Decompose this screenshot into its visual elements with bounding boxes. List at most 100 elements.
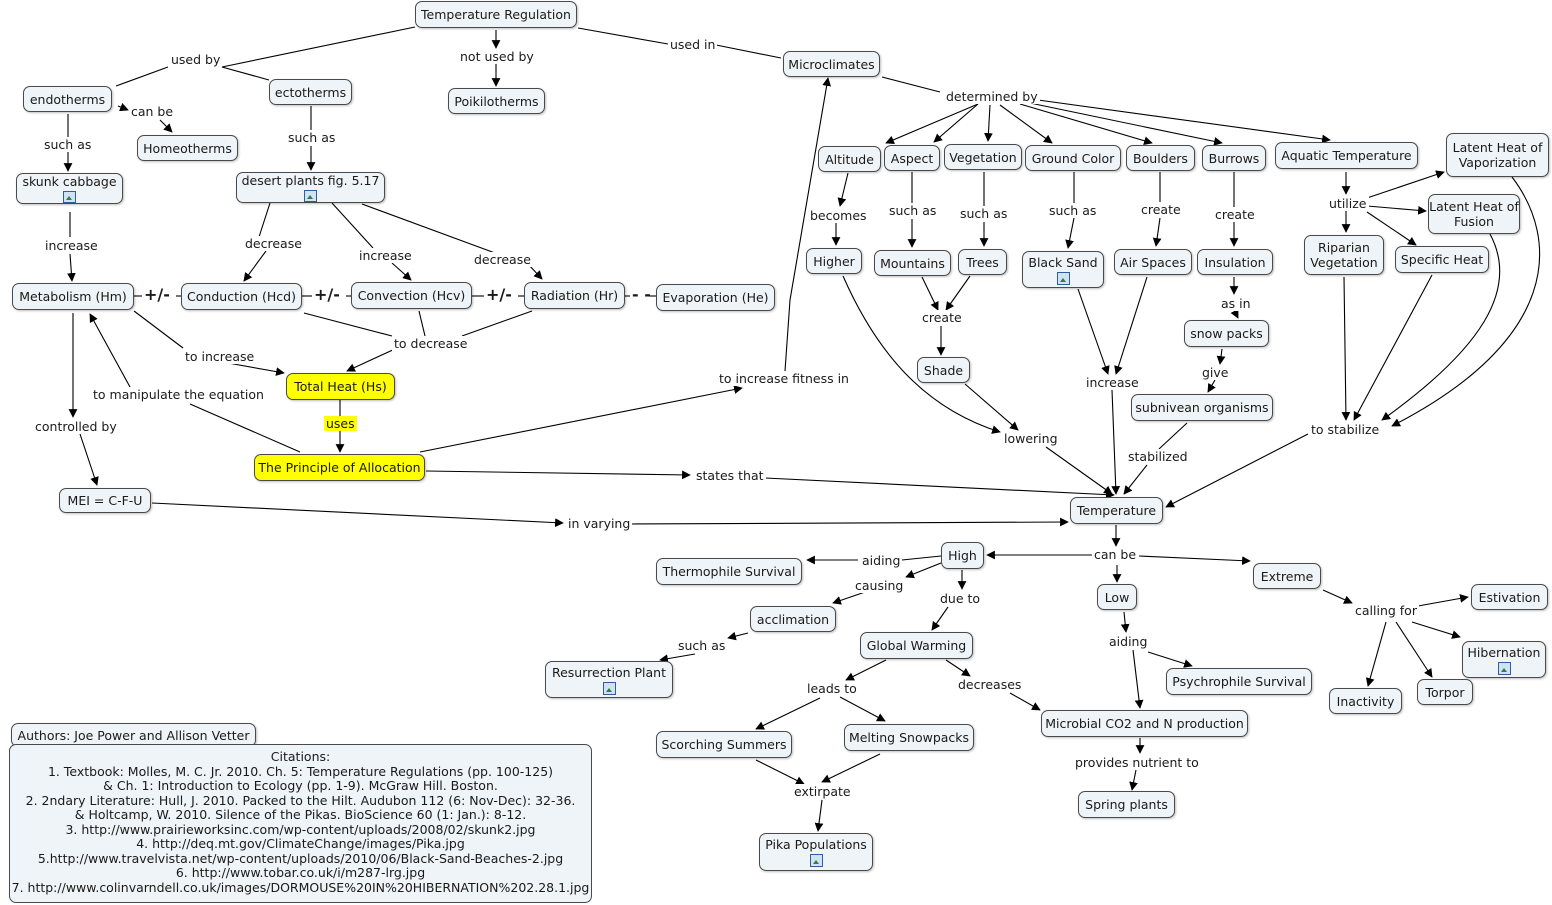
node-evaporation[interactable]: Evaporation (He) [656,284,775,311]
citation-line: 3. http://www.prairieworksinc.com/wp-con… [65,821,536,837]
node-microclimates[interactable]: Microclimates [783,51,880,77]
node-high[interactable]: High [941,542,984,569]
node-latent-heat-vaporization[interactable]: Latent Heat of Vaporization [1446,133,1549,177]
node-burrows[interactable]: Burrows [1202,145,1266,171]
node-subnivean-organisms[interactable]: subnivean organisms [1131,394,1273,421]
node-specific-heat[interactable]: Specific Heat [1395,246,1489,273]
node-metabolism[interactable]: Metabolism (Hm) [12,283,134,310]
link-label-becomes: becomes [808,208,869,223]
citation-line: 2. 2ndary Literature: Hull, J. 2010. Pac… [25,792,576,808]
image-icon[interactable] [304,190,317,202]
node-temperature[interactable]: Temperature [1070,497,1163,524]
node-label: Higher [813,253,855,269]
connector-line [1123,464,1148,495]
node-thermophile-survival[interactable]: Thermophile Survival [656,558,802,585]
connector-line [715,44,782,59]
node-mei[interactable]: MEI = C-F-U [59,488,151,513]
node-endotherms[interactable]: endotherms [23,86,112,112]
node-ground-color[interactable]: Ground Color [1025,145,1121,171]
node-label: Altitude [825,151,874,167]
node-mountains[interactable]: Mountains [874,250,951,276]
node-insulation[interactable]: Insulation [1197,249,1273,275]
node-global-warming[interactable]: Global Warming [860,632,973,659]
node-black-sand[interactable]: Black Sand [1022,251,1104,288]
link-label-give: give [1200,365,1231,380]
connector-line [945,659,971,677]
node-shade[interactable]: Shade [917,357,970,383]
node-poikilotherms[interactable]: Poikilotherms [448,88,545,114]
link-label-increase: increase [43,238,100,253]
node-melting-snowpacks[interactable]: Melting Snowpacks [844,724,974,751]
node-label: Ground Color [1031,150,1115,166]
node-spring-plants[interactable]: Spring plants [1078,791,1175,818]
node-label: Inactivity [1336,693,1395,709]
node-higher[interactable]: Higher [806,248,862,274]
node-conduction[interactable]: Conduction (Hcd) [181,283,302,310]
connector-line [391,262,412,281]
image-icon[interactable] [602,681,616,695]
connector-line [1147,651,1193,668]
connector-line [1009,692,1041,711]
node-inactivity[interactable]: Inactivity [1329,688,1402,714]
link-label-create: create [920,310,964,325]
image-icon[interactable] [1497,661,1511,675]
node-homeotherms[interactable]: Homeotherms [137,135,238,161]
node-desert-plants[interactable]: desert plants fig. 5.17 [236,172,385,203]
connector-line [1395,621,1433,678]
connector-line [1132,649,1144,709]
node-convection[interactable]: Convection (Hcv) [351,282,472,309]
node-microbial-production[interactable]: Microbial CO2 and N production [1041,710,1248,737]
connector-line [905,562,942,579]
image-icon[interactable] [809,854,823,867]
link-label-states-that: states that [694,468,766,483]
node-acclimation[interactable]: acclimation [750,606,836,632]
node-label: skunk cabbage [22,174,117,189]
image-icon[interactable] [1056,271,1070,285]
node-temperature-regulation[interactable]: Temperature Regulation [415,1,577,28]
connector-line [1019,103,1153,145]
node-air-spaces[interactable]: Air Spaces [1114,249,1192,275]
connector-line [243,250,267,282]
connector-line [999,104,1053,144]
authors-text: Authors: Joe Power and Allison Vetter [17,727,250,743]
node-low[interactable]: Low [1097,584,1137,610]
node-snow-packs[interactable]: snow packs [1184,320,1269,347]
node-skunk-cabbage[interactable]: skunk cabbage [16,173,123,204]
node-vegetation[interactable]: Vegetation [944,144,1022,170]
node-torpor[interactable]: Torpor [1417,679,1473,705]
node-aquatic-temperature[interactable]: Aquatic Temperature [1275,142,1418,169]
connector-line [1114,276,1148,375]
node-boulders[interactable]: Boulders [1126,145,1195,171]
link-label-plus-minus: +/- [314,285,340,304]
node-riparian-vegetation[interactable]: Riparian Vegetation [1304,235,1384,275]
node-label: Metabolism (Hm) [19,289,127,304]
link-label-decrease: decrease [472,252,533,267]
node-pika-populations[interactable]: Pika Populations [759,833,873,871]
link-label-such-as: such as [1047,203,1099,218]
connector-line [303,312,393,337]
node-total-heat[interactable]: Total Heat (Hs) [286,373,395,400]
connector-line [418,310,426,337]
node-label: Burrows [1208,150,1260,166]
node-scorching-summers[interactable]: Scorching Summers [656,731,792,758]
node-label: endotherms [29,91,106,107]
node-estivation[interactable]: Estivation [1471,584,1548,610]
connector-line [221,66,270,81]
connector-line [945,275,971,311]
node-latent-heat-fusion[interactable]: Latent Heat of Fusion [1428,194,1520,234]
node-principle-of-allocation[interactable]: The Principle of Allocation [254,454,425,481]
node-psychrophile-survival[interactable]: Psychrophile Survival [1166,668,1312,695]
link-label-plus-minus: +/- [486,285,512,304]
connector-line [755,759,805,785]
node-aspect[interactable]: Aspect [884,145,940,171]
node-altitude[interactable]: Altitude [818,146,881,172]
node-extreme[interactable]: Extreme [1253,563,1321,589]
node-hibernation[interactable]: Hibernation [1462,641,1546,678]
link-label-dash: - - [632,285,651,304]
node-resurrection-plant[interactable]: Resurrection Plant [545,661,673,698]
node-ectotherms[interactable]: ectotherms [269,79,352,105]
node-radiation[interactable]: Radiation (Hr) [524,282,625,309]
node-trees[interactable]: Trees [958,249,1007,275]
connector-line [1165,433,1309,508]
image-icon[interactable] [63,191,76,203]
